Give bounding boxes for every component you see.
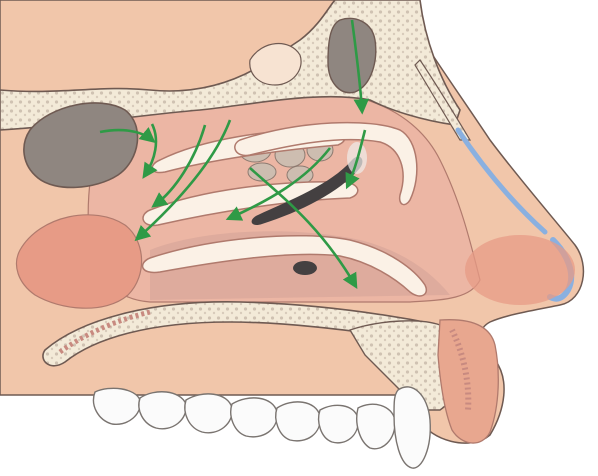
tooth-icon [276, 402, 320, 441]
tooth-icon [319, 405, 359, 443]
nose-tip [465, 235, 575, 305]
tooth-icon [231, 398, 277, 437]
sinus-ostium [293, 261, 317, 275]
